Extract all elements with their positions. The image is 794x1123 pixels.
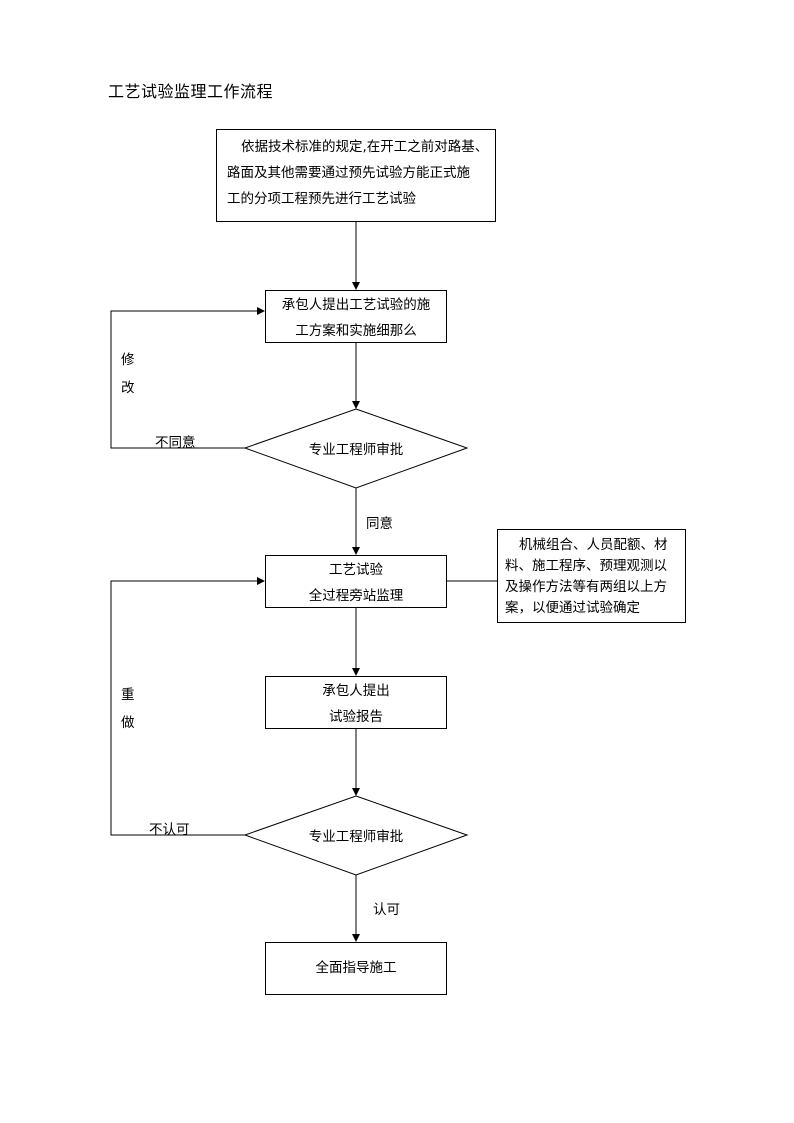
disagree-label: 不同意 <box>155 435 196 451</box>
loop-disagree-revise <box>110 307 265 449</box>
report-box: 承包人提出 试验报告 <box>265 676 447 729</box>
loop-not-approved-redo <box>110 577 265 836</box>
proposal-box: 承包人提出工艺试验的施 工方案和实施细那么 <box>265 290 447 343</box>
note-line-2: 料、施工程序、预理观测以 <box>505 558 667 574</box>
review2-label: 专业工程师审批 <box>308 829 404 845</box>
construct-box: 全面指导施工 <box>265 942 447 995</box>
trial-line-2: 全过程旁站监理 <box>308 588 404 604</box>
revise-label: 修 改 <box>121 346 135 402</box>
redo-char-1: 重 <box>121 687 135 703</box>
trial-line-1: 工艺试验 <box>329 562 383 578</box>
redo-label: 重 做 <box>121 681 135 737</box>
basis-box: 依据技术标准的规定,在开工之前对路基、 路面及其他需要通过预先试验方能正式施 工… <box>216 129 496 222</box>
construct-label: 全面指导施工 <box>315 960 397 976</box>
agree-label: 同意 <box>366 516 393 532</box>
basis-line-1: 依据技术标准的规定,在开工之前对路基、 <box>241 139 489 155</box>
note-line-1: 机械组合、人员配额、材 <box>519 537 668 553</box>
note-line-4: 案，以便通过试验确定 <box>505 600 640 616</box>
not-approved-label: 不认可 <box>149 822 190 838</box>
basis-line-2: 路面及其他需要通过预先试验方能正式施 <box>227 165 470 181</box>
note-box: 机械组合、人员配额、材 料、施工程序、预理观测以 及操作方法等有两组以上方 案，… <box>497 529 686 623</box>
proposal-line-1: 承包人提出工艺试验的施 <box>281 297 431 313</box>
trial-box: 工艺试验 全过程旁站监理 <box>265 555 447 608</box>
revise-char-2: 改 <box>121 380 135 396</box>
approved-label: 认可 <box>373 902 400 918</box>
page-title: 工艺试验监理工作流程 <box>108 82 274 101</box>
note-line-3: 及操作方法等有两组以上方 <box>505 579 667 595</box>
proposal-line-2: 工方案和实施细那么 <box>295 323 417 339</box>
basis-line-3: 工的分项工程预先进行工艺试验 <box>227 191 416 207</box>
report-line-1: 承包人提出 <box>322 683 390 699</box>
review1-label: 专业工程师审批 <box>308 442 404 458</box>
revise-char-1: 修 <box>121 352 135 368</box>
report-line-2: 试验报告 <box>329 709 383 725</box>
redo-char-2: 做 <box>121 715 135 731</box>
